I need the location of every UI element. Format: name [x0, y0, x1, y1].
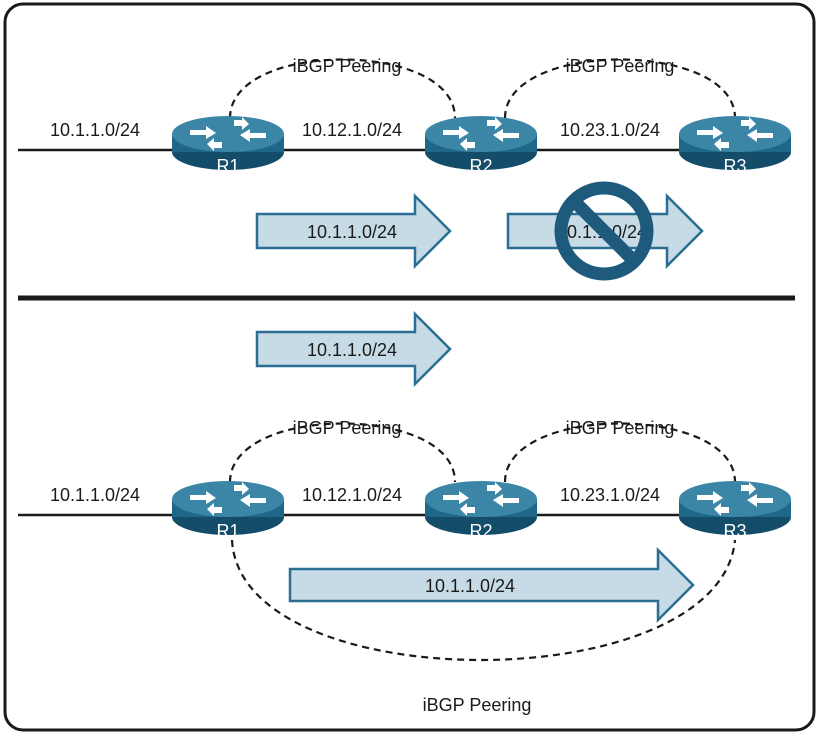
top-section: iBGP Peering iBGP Peering 10.1.1.0/24 10…: [18, 56, 791, 281]
advert-arrow-r1-r3: [288, 546, 695, 624]
advert-label-r1-r2: 10.1.1.0/24: [307, 222, 397, 242]
frame: [3, 2, 816, 732]
peering-arc-r2-r3: [503, 58, 737, 119]
peering-arc-r2-r3: [503, 422, 737, 483]
ext-net-label: 10.1.1.0/24: [50, 120, 140, 140]
advert-arrow-r1-r2: [255, 310, 452, 388]
router-label-r2: R2: [469, 156, 492, 176]
peering-label-r1-r2: iBGP Peering: [293, 56, 402, 76]
peering-arc-r1-r2: [228, 422, 457, 483]
router-label-r2: R2: [469, 521, 492, 541]
router-label-r1: R1: [216, 156, 239, 176]
router-label-r3: R3: [723, 156, 746, 176]
peering-label-r2-r3: iBGP Peering: [566, 56, 675, 76]
peering-arc-r1-r3: [230, 539, 737, 661]
router-label-r3: R3: [723, 521, 746, 541]
peering-arc-r1-r2: [228, 58, 457, 119]
peering-label-r1-r2: iBGP Peering: [293, 418, 402, 438]
advert-label-r1-r3: 10.1.1.0/24: [425, 576, 515, 596]
r1-r2-net-label: 10.12.1.0/24: [302, 120, 402, 140]
prohibit-icon: [554, 181, 654, 281]
r1-r2-net-label: 10.12.1.0/24: [302, 485, 402, 505]
bottom-section: 10.1.1.0/24 iBGP Peering iBGP Peering iB…: [18, 310, 791, 715]
advert-label-r1-r2: 10.1.1.0/24: [307, 340, 397, 360]
peering-label-r2-r3: iBGP Peering: [566, 418, 675, 438]
advert-arrow-r1-r2: [255, 192, 452, 270]
r2-r3-net-label: 10.23.1.0/24: [560, 485, 660, 505]
r2-r3-net-label: 10.23.1.0/24: [560, 120, 660, 140]
router-label-r1: R1: [216, 521, 239, 541]
ext-net-label: 10.1.1.0/24: [50, 485, 140, 505]
peering-label-r1-r3: iBGP Peering: [423, 695, 532, 715]
